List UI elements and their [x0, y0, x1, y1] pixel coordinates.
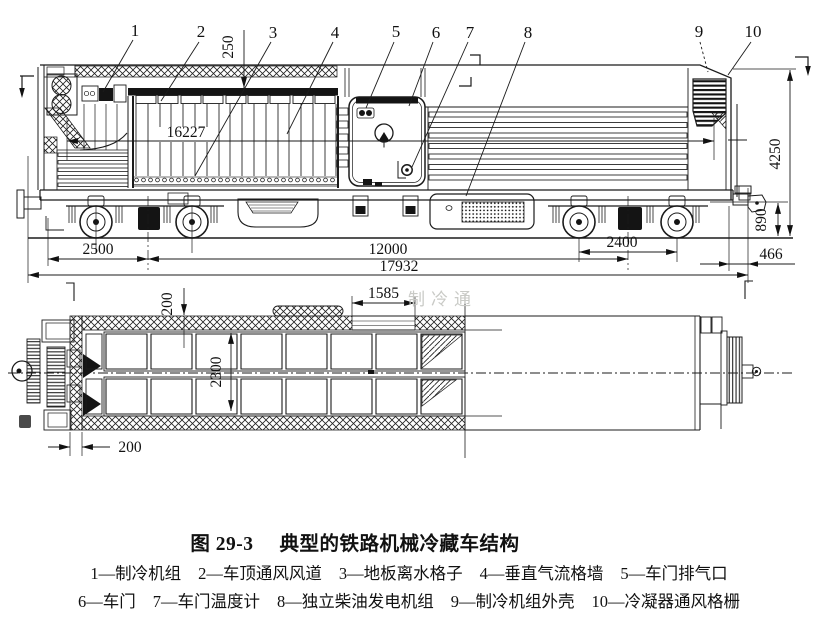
evaporator-fan — [83, 354, 101, 378]
technical-drawing: 250 16227 2500 12000 2400 466 17932 890 … — [8, 21, 811, 458]
right-coupler — [732, 185, 767, 213]
dimensions — [27, 30, 795, 456]
plan-left-coupler — [11, 338, 41, 404]
callout-numbers: 1 2 3 4 5 6 7 8 9 10 — [131, 21, 762, 42]
left-coupler — [16, 189, 64, 231]
floor-grate-grid — [85, 331, 466, 417]
dimension-labels: 250 16227 2500 12000 2400 466 17932 890 … — [83, 35, 785, 456]
fuel-tank — [237, 198, 319, 228]
side-elevation-view — [16, 54, 811, 283]
dim-bogie-spacing: 12000 — [369, 241, 408, 258]
callout-2: 2 — [197, 22, 206, 41]
legend-item-7: 7—车门温度计 — [152, 592, 260, 611]
door-handwheel — [374, 123, 394, 148]
dim-interior-length: 16227 — [167, 124, 206, 141]
dim-floor-height: 890 — [753, 208, 770, 232]
legend-item-9: 9—制冷机组外壳 — [450, 592, 575, 611]
dim-overall-length: 17932 — [380, 258, 419, 275]
figure-title: 典型的铁路机械冷藏车结构 — [279, 534, 520, 555]
dim-end-overhang: 466 — [759, 246, 783, 263]
evaporator-fan — [83, 392, 101, 416]
underframe-boxes — [352, 195, 419, 217]
section-marks — [19, 54, 811, 98]
callout-8: 8 — [524, 23, 533, 42]
left-end-wall — [37, 65, 45, 190]
plan-machine-room — [19, 319, 101, 431]
callout-6: 6 — [432, 23, 441, 42]
legend-item-1: 1—制冷机组 — [90, 564, 182, 583]
side-door — [348, 96, 426, 187]
dim-axle-spacing: 2400 — [607, 234, 638, 251]
legend-item-3: 3—地板离水格子 — [338, 564, 463, 583]
underframe-sill — [39, 189, 734, 201]
side-planking — [425, 68, 689, 190]
side-wall-top — [81, 315, 353, 331]
callout-4: 4 — [331, 23, 340, 42]
callout-7: 7 — [466, 23, 475, 42]
legend-item-5: 5—车门排气口 — [620, 564, 728, 583]
floor-grate-strip — [132, 176, 339, 185]
machine-room-louvers — [56, 132, 129, 190]
door-thermometer — [397, 161, 413, 179]
end-wall-insulation — [69, 315, 83, 431]
legend-item-6: 6—车门 — [78, 592, 136, 611]
plan-right-coupler — [720, 330, 762, 406]
callout-9: 9 — [695, 22, 704, 41]
roof-vent-duct — [128, 88, 338, 96]
callout-10: 10 — [745, 22, 762, 41]
sliding-door-panel — [272, 305, 344, 317]
dim-wall-thickness-end: 200 — [118, 439, 142, 456]
plan-view — [8, 280, 792, 458]
legend-item-10: 10—冷凝器通风格栅 — [591, 592, 741, 611]
refrigeration-unit — [81, 84, 127, 103]
callout-5: 5 — [392, 22, 401, 41]
door-exhaust-vent — [356, 107, 375, 119]
airflow-wall-plan — [421, 334, 463, 369]
dim-interior-width: 2300 — [208, 356, 225, 387]
figure-number: 图 29-3 — [190, 534, 254, 555]
legend-row-2: 6—车门 7—车门温度计 8—独立柴油发电机组 9—制冷机组外壳 10—冷凝器通… — [0, 588, 818, 612]
dim-overall-height: 4250 — [767, 138, 784, 169]
car-body-outline — [40, 64, 732, 200]
left-bogie — [66, 195, 224, 239]
diesel-generator-set — [429, 193, 535, 230]
watermark: 制冷通 — [408, 290, 477, 309]
extension-lines — [27, 68, 796, 283]
callout-1: 1 — [131, 21, 140, 40]
dim-roof-duct-height: 250 — [220, 35, 237, 59]
callout-3: 3 — [269, 23, 278, 42]
legend-item-4: 4—垂直气流格墙 — [479, 564, 604, 583]
legend-row-1: 1—制冷机组 2—车顶通风风道 3—地板离水格子 4—垂直气流格墙 5—车门排气… — [0, 560, 818, 584]
dim-wall-thickness-top: 200 — [159, 292, 176, 316]
generator-grille — [461, 201, 525, 223]
callout-leaders — [102, 39, 752, 197]
roof-insulation — [74, 65, 338, 78]
side-wall-bottom — [81, 415, 466, 431]
legend-item-2: 2—车顶通风风道 — [198, 564, 322, 583]
plan-section-marks — [66, 280, 753, 301]
door-opening — [352, 320, 415, 326]
figure-caption: 图 29-3 典型的铁路机械冷藏车结构 — [0, 527, 764, 556]
dim-end-to-bogie: 2500 — [83, 241, 114, 258]
legend-item-8: 8—独立柴油发电机组 — [277, 592, 434, 611]
airflow-wall-plan — [421, 379, 458, 407]
dim-door-opening: 1585 — [368, 285, 399, 302]
